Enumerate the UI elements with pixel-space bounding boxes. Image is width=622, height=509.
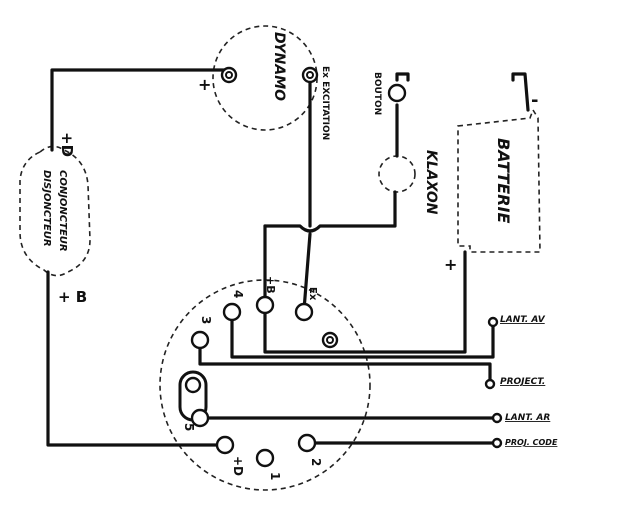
excitation-label: Ex EXCITATION: [320, 66, 330, 140]
proj-code-label: PROJ. CODE: [505, 438, 558, 447]
output-proj-code: [491, 437, 503, 449]
terminal-5-upper: [184, 376, 202, 394]
disjoncteur-outline: [19, 145, 91, 277]
terminal-5-lower: [190, 408, 210, 428]
disjoncteur-label-1: CONJONCTEUR: [57, 170, 68, 252]
terminal-2: [297, 433, 317, 453]
terminal-3-label: 3: [199, 316, 213, 324]
output-lant-av: [487, 316, 499, 328]
wire-plus-b: [263, 224, 467, 354]
disjoncteur-d-label: +D: [58, 132, 76, 157]
bouton-label: BOUTON: [372, 72, 382, 115]
disjoncteur-label-2: DISJONCTEUR: [41, 170, 52, 247]
klaxon-outline: [378, 155, 416, 193]
terminal-ex-label: Ex: [307, 287, 318, 301]
terminal-4-label: 4: [231, 290, 245, 298]
output-lant-ar: [491, 412, 503, 424]
terminal-plus-d-label: +D: [231, 456, 245, 476]
wire-project: [198, 338, 492, 384]
klaxon-label: KLAXON: [423, 150, 439, 215]
dynamo-plus-terminal-inner: [225, 71, 233, 79]
terminal-4: [222, 302, 242, 322]
dynamo-plus-label: +: [198, 75, 211, 94]
bouton-terminal: [387, 83, 407, 103]
lant-av-label: LANT. AV: [500, 315, 546, 325]
terminal-3: [190, 330, 210, 350]
project-label: PROJECT.: [500, 377, 545, 387]
wire-battery-minus: [511, 72, 530, 112]
terminal-1: [255, 448, 275, 468]
terminal-plus-b-label: +B: [264, 276, 277, 294]
battery-plus-label: +: [444, 255, 457, 274]
wire-bridge: [263, 190, 397, 233]
terminal-plus-d: [215, 435, 235, 455]
output-project: [484, 378, 496, 390]
switch-outline: [159, 279, 371, 491]
wire-lant-av: [230, 310, 495, 359]
wire-bouton-top: [395, 72, 410, 82]
terminal-1-label: 1: [268, 472, 282, 480]
terminal-2-label: 2: [309, 458, 323, 466]
terminal-ex: [294, 302, 314, 322]
switch-terminals: [184, 295, 339, 468]
output-terminals: [484, 316, 503, 449]
dynamo-label: DYNAMO: [271, 32, 287, 101]
batterie-outline: [457, 108, 541, 253]
terminal-5-label: 5: [182, 423, 196, 431]
wire-excitation-ex: [302, 232, 312, 312]
batterie-label: BATTERIE: [494, 138, 513, 223]
battery-minus-label: -: [531, 90, 538, 111]
terminal-center-inner: [326, 336, 334, 344]
disjoncteur-b-label: + B: [58, 288, 87, 306]
terminal-plus-b: [255, 295, 275, 315]
dynamo-ex-terminal-inner: [306, 71, 314, 79]
wire-disjoncteur-b: [46, 270, 227, 447]
lant-ar-label: LANT. AR: [505, 413, 550, 423]
